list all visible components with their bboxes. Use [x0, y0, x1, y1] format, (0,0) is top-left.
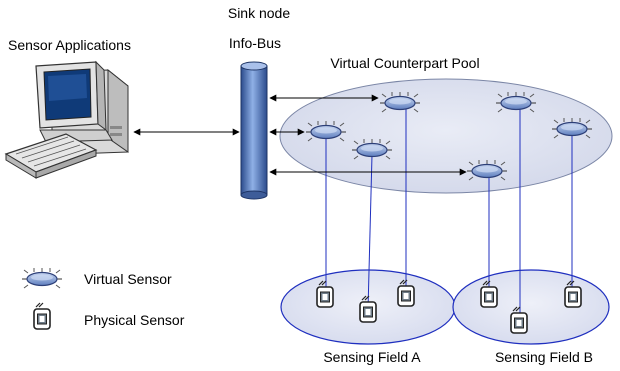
info-bus-label: Info-Bus	[229, 35, 281, 51]
legend-virtual-sensor-icon	[21, 267, 63, 289]
sensing-field-b	[452, 269, 610, 345]
sink-node-label: Sink node	[228, 5, 290, 21]
legend-physical-sensor-label: Physical Sensor	[84, 312, 185, 328]
virtual-counterpart-pool-label: Virtual Counterpart Pool	[330, 55, 479, 71]
sensing-field-a-label: Sensing Field A	[323, 349, 421, 365]
info-bus-cylinder	[240, 61, 268, 200]
computer-icon	[4, 60, 129, 179]
bus-links	[269, 94, 467, 176]
legend: Virtual Sensor Physical Sensor	[21, 267, 185, 330]
mapping-lines	[325, 108, 573, 320]
virtual-counterpart-pool	[279, 78, 613, 194]
legend-virtual-sensor-label: Virtual Sensor	[84, 271, 172, 287]
mapping-line	[367, 154, 373, 311]
sensing-field-b-label: Sensing Field B	[495, 349, 593, 365]
legend-physical-sensor-icon	[33, 302, 51, 330]
sensor-applications-label: Sensor Applications	[8, 37, 131, 53]
